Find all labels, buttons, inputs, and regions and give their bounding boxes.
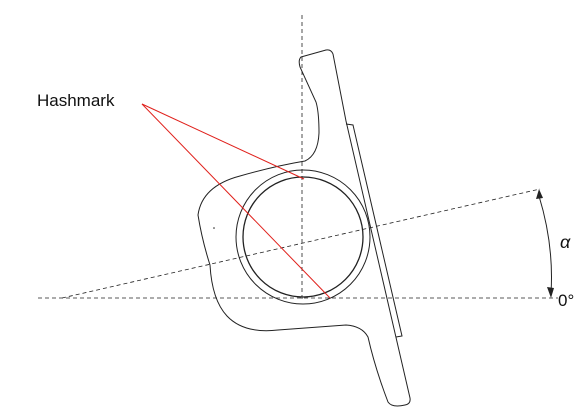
hashmark-label: Hashmark xyxy=(37,91,115,110)
hashmark-leader-line-lower xyxy=(141,103,331,299)
zero-degree-label: 0° xyxy=(558,291,574,310)
angle-arrowhead-top xyxy=(536,189,543,199)
angled-reference-line xyxy=(61,188,541,299)
bore-outer-ring xyxy=(235,169,371,305)
reference-dot xyxy=(213,227,215,229)
bracket-rail xyxy=(345,123,403,338)
bore-inner-ring xyxy=(242,176,364,298)
angle-alpha-label: α xyxy=(560,232,571,252)
bracket-outline xyxy=(197,49,411,407)
hashmark-leader-line-upper xyxy=(141,103,305,180)
angle-arrowhead-bottom xyxy=(547,287,554,298)
angle-dimension-arc xyxy=(538,195,552,294)
